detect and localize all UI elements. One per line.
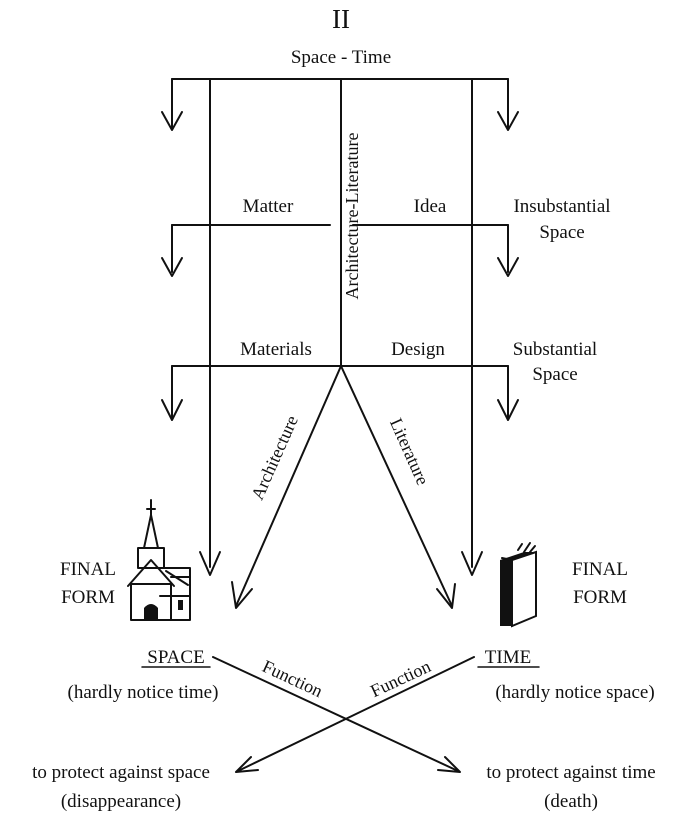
function-line-to-space (237, 656, 475, 772)
function-line-to-time (212, 656, 459, 772)
level1-left-arrowhead (161, 257, 183, 277)
function-label-right: Function (367, 656, 433, 701)
level2-bar (161, 365, 519, 421)
level2-left-arrowhead (161, 399, 183, 421)
function-arrowhead-time (437, 756, 461, 773)
time-note: (hardly notice space) (495, 682, 654, 703)
space-title: SPACE (147, 647, 204, 668)
outcome-left-line1: to protect against space (32, 762, 210, 783)
final-form-left-line2: FORM (61, 587, 115, 608)
level1-right-arrowhead (497, 257, 519, 277)
level2-right-arrowhead (497, 399, 519, 421)
final-form-right-line2: FORM (573, 587, 627, 608)
idea-label: Idea (414, 196, 447, 217)
literature-branch-line (340, 365, 453, 607)
substantial-space-label: Space (532, 364, 577, 385)
architecture-branch-label: Architecture (247, 412, 302, 502)
final-form-right-line1: FINAL (572, 559, 628, 580)
diagram-heading: II (332, 4, 350, 34)
time-title: TIME (485, 647, 531, 668)
top-right-arrowhead (497, 111, 519, 131)
space-note: (hardly notice time) (68, 682, 219, 703)
architecture-branch-arrowhead (231, 581, 253, 609)
final-form-left-line1: FINAL (60, 559, 116, 580)
materials-label: Materials (240, 339, 312, 360)
matter-label: Matter (243, 196, 294, 217)
architecture-literature-label: Architecture-Literature (342, 133, 362, 300)
substantial-label: Substantial (513, 339, 597, 360)
book-icon (500, 542, 537, 628)
top-left-arrowhead (161, 111, 183, 131)
insubstantial-space-label: Space (539, 222, 584, 243)
literature-branch-arrowhead (436, 583, 456, 609)
outcome-right-line2: (death) (544, 791, 598, 812)
design-label: Design (391, 339, 445, 360)
outcome-left-line2: (disappearance) (61, 791, 181, 812)
right-long-arrowhead (461, 551, 483, 576)
function-arrowhead-space (235, 756, 259, 773)
level1-bar (161, 224, 519, 277)
left-long-arrowhead (199, 551, 221, 576)
architecture-branch-line (235, 365, 342, 607)
space-time-label: Space - Time (291, 47, 391, 68)
outcome-right-line1: to protect against time (486, 762, 655, 783)
church-icon (127, 499, 191, 621)
insubstantial-label: Insubstantial (513, 196, 610, 217)
